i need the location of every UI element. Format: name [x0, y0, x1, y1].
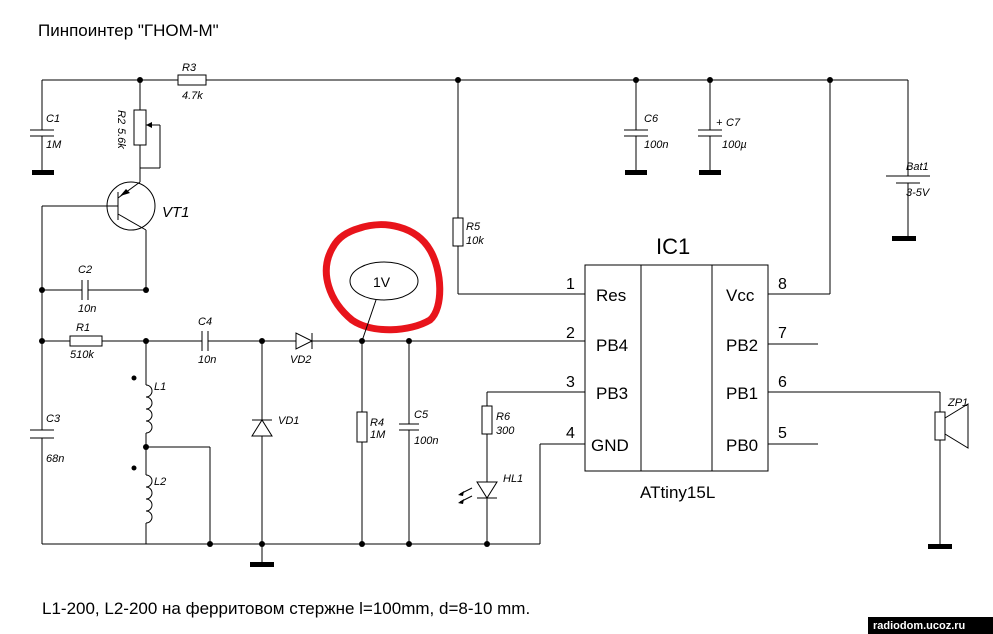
watermark: radiodom.ucoz.ru: [868, 617, 993, 634]
resistor-r5: R5 10k: [452, 80, 585, 295]
svg-text:PB0: PB0: [726, 436, 758, 455]
svg-text:10n: 10n: [78, 303, 96, 315]
svg-text:PB4: PB4: [596, 336, 628, 355]
svg-text:10k: 10k: [466, 235, 484, 247]
led-hl1: HL1: [458, 473, 523, 544]
vcc-wiring: [768, 80, 831, 295]
svg-text:3-5V: 3-5V: [906, 187, 931, 199]
svg-text:68n: 68n: [46, 453, 64, 465]
svg-text:6: 6: [778, 374, 787, 391]
svg-text:Res: Res: [596, 286, 626, 305]
ic1-chip: IC1 ATtiny15L Res PB4 PB3 GND Vcc PB2 PB…: [566, 234, 818, 502]
resistor-r3: R3 4.7k: [177, 62, 207, 102]
svg-text:8: 8: [778, 276, 787, 293]
svg-text:VT1: VT1: [162, 204, 190, 221]
svg-text:C4: C4: [198, 316, 212, 328]
voltage-annotation: 1V: [322, 221, 444, 342]
transistor-vt1: VT1: [42, 168, 190, 290]
svg-text:10n: 10n: [198, 354, 216, 366]
svg-text:VD2: VD2: [290, 354, 311, 366]
svg-text:4: 4: [566, 425, 575, 442]
svg-text:ZP1: ZP1: [947, 397, 968, 409]
ground-rail: [146, 443, 585, 567]
svg-text:5: 5: [778, 425, 787, 442]
svg-text:Vcc: Vcc: [726, 286, 755, 305]
svg-text:1: 1: [566, 276, 575, 293]
capacitor-c6: C6 100n: [624, 80, 668, 175]
svg-text:GND: GND: [591, 436, 629, 455]
coil-note: L1-200, L2-200 на ферритовом стержне l=1…: [42, 599, 530, 618]
svg-text:C6: C6: [644, 113, 659, 125]
svg-text:510k: 510k: [70, 349, 94, 361]
svg-text:1V: 1V: [373, 274, 391, 290]
capacitor-c7: + C7 100µ: [698, 80, 747, 175]
svg-text:C3: C3: [46, 413, 61, 425]
resistor-r6: R6 300: [481, 391, 585, 482]
left-wiring: [39, 206, 149, 545]
svg-text:R4: R4: [370, 417, 384, 429]
capacitor-c5: C5 100n: [399, 341, 438, 544]
svg-text:VD1: VD1: [278, 415, 299, 427]
svg-text:2: 2: [566, 325, 575, 342]
page-title: Пинпоинтер "ГНОМ-М": [38, 21, 219, 40]
svg-text:1M: 1M: [46, 139, 62, 151]
svg-text:100n: 100n: [644, 139, 668, 151]
resistor-r4: R4 1M: [356, 341, 386, 544]
svg-text:HL1: HL1: [503, 473, 523, 485]
diode-vd1: VD1: [251, 341, 299, 544]
capacitor-c1: C1 1M: [30, 80, 62, 175]
svg-text:C1: C1: [46, 113, 60, 125]
svg-text:ATtiny15L: ATtiny15L: [640, 483, 715, 502]
capacitor-c3: C3 68n: [30, 413, 64, 465]
svg-text:radiodom.ucoz.ru: radiodom.ucoz.ru: [873, 620, 965, 632]
resistor-r1: R1 510k: [42, 322, 146, 361]
svg-text:R6: R6: [496, 411, 511, 423]
svg-text:R1: R1: [76, 322, 90, 334]
svg-text:3: 3: [566, 374, 575, 391]
inductor-l1: L1: [131, 341, 166, 447]
svg-text:1M: 1M: [370, 429, 386, 441]
capacitor-c4: C4 10n: [146, 316, 296, 366]
svg-text:PB3: PB3: [596, 384, 628, 403]
svg-text:IC1: IC1: [656, 234, 690, 259]
svg-text:C5: C5: [414, 409, 429, 421]
svg-text:7: 7: [778, 325, 787, 342]
svg-text:R5: R5: [466, 221, 481, 233]
svg-text:L2: L2: [154, 476, 166, 488]
svg-text:C7: C7: [726, 117, 741, 129]
svg-text:Bat1: Bat1: [906, 161, 929, 173]
diode-vd2: VD2: [290, 332, 585, 366]
svg-text:R2: R2: [115, 110, 127, 124]
svg-text:PB1: PB1: [726, 384, 758, 403]
svg-text:100n: 100n: [414, 435, 438, 447]
potentiometer-r2: R2 5.6k: [115, 80, 161, 169]
svg-text:L1: L1: [154, 381, 166, 393]
svg-text:100µ: 100µ: [722, 139, 747, 151]
supply-rail: [42, 77, 908, 83]
svg-text:+: +: [716, 117, 723, 129]
inductor-l2: L2: [131, 444, 211, 544]
svg-text:5.6k: 5.6k: [115, 128, 127, 149]
buzzer-zp1: ZP1: [768, 391, 969, 549]
svg-text:C2: C2: [78, 264, 92, 276]
svg-text:300: 300: [496, 425, 515, 437]
capacitor-c2: C2 10n: [42, 264, 146, 315]
battery-bat1: Bat1 3-5V: [886, 80, 931, 241]
svg-text:R3: R3: [182, 62, 197, 74]
svg-text:4.7k: 4.7k: [182, 90, 203, 102]
svg-text:PB2: PB2: [726, 336, 758, 355]
